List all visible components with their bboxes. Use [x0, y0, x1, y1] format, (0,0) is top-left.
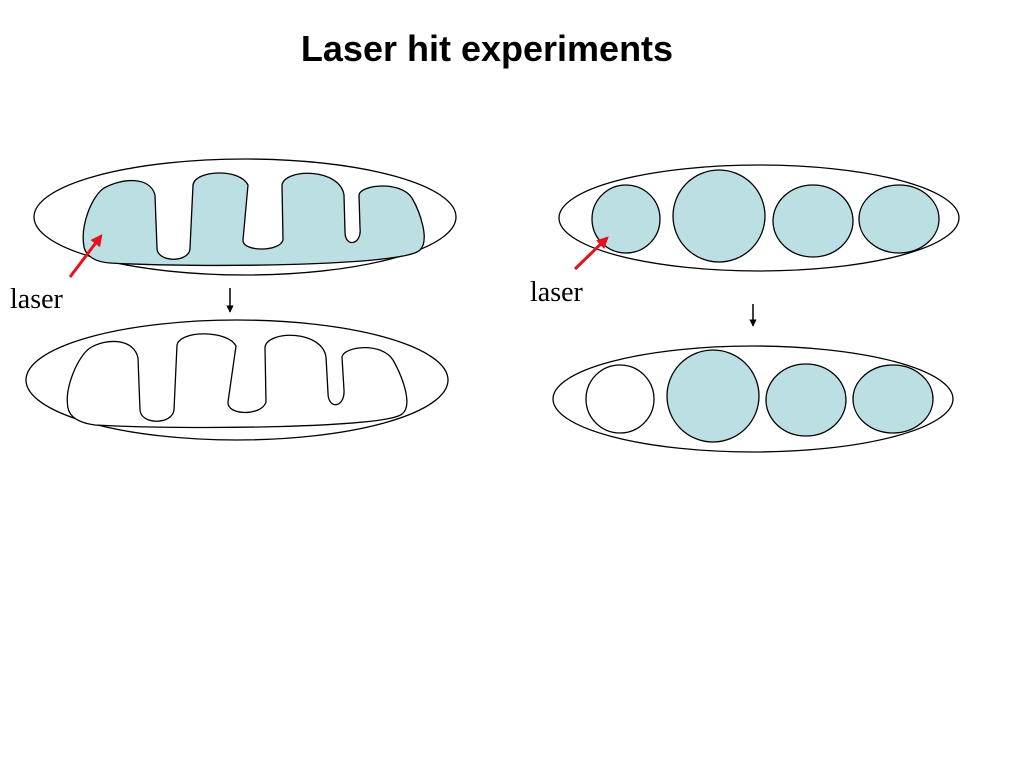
left-inner-matrix-before	[82, 172, 425, 267]
right-compartment-3-after	[765, 363, 847, 437]
left-laser-label: laser	[10, 284, 64, 315]
right-compartment-4-after	[852, 364, 934, 434]
left-panel: laser	[10, 158, 457, 441]
right-compartment-2-before	[672, 169, 766, 263]
right-compartment-3-before	[772, 184, 854, 258]
left-mitochondrion-before	[33, 158, 457, 276]
right-compartment-4-before	[858, 184, 940, 254]
right-laser-label: laser	[530, 277, 584, 308]
left-inner-matrix-after	[66, 333, 408, 429]
right-compartment-2-after	[666, 349, 760, 443]
right-mitochondrion-after	[552, 345, 954, 453]
left-laser-arrow	[68, 234, 103, 278]
right-laser-arrow	[573, 236, 609, 271]
right-compartment-1-before	[591, 184, 661, 254]
left-mitochondrion-after	[25, 319, 449, 441]
right-panel: laser	[530, 164, 960, 453]
right-mitochondrion-before	[558, 164, 960, 272]
slide-title: Laser hit experiments	[300, 28, 674, 69]
right-compartment-1-after	[585, 364, 655, 434]
